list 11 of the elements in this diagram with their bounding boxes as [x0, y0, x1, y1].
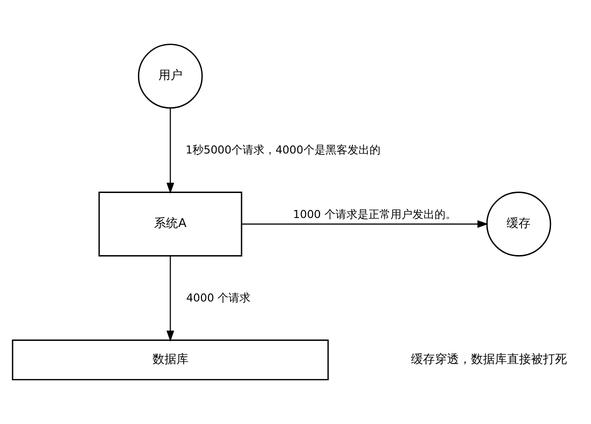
node-circle: 用户: [138, 44, 203, 109]
edge-label: 4000 个请求: [186, 291, 251, 304]
arrow: [242, 220, 488, 228]
edge-label: 1000 个请求是正常用户发出的。: [293, 208, 456, 222]
node-circle: 缓存: [486, 192, 552, 256]
label: 缓存穿透，数据库直接被打死: [411, 352, 568, 366]
node-box: 系统A: [98, 192, 242, 256]
arrow: [166, 108, 174, 194]
edge-label: 1秒5000个请求，4000个是黑客发出的: [186, 143, 380, 156]
node-box: 数据库: [12, 340, 329, 380]
arrow: [166, 256, 174, 342]
